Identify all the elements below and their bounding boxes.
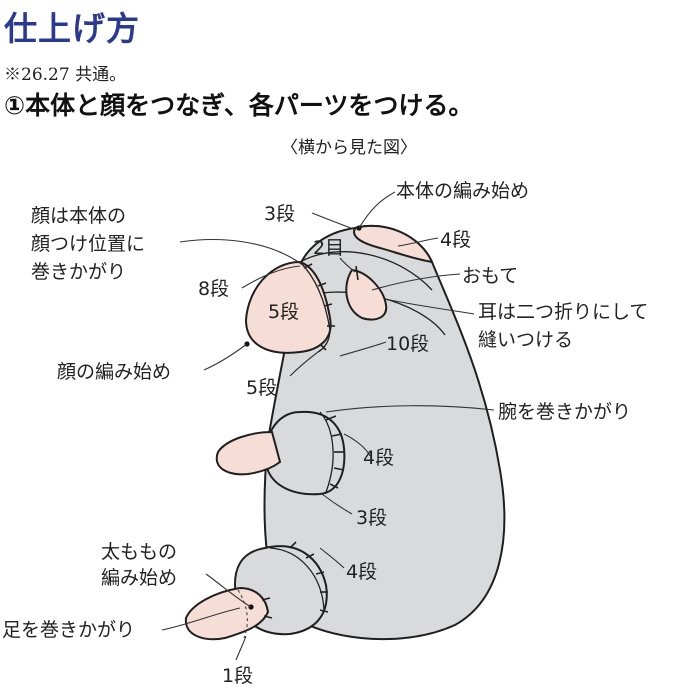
arm-tick-5 <box>329 483 339 489</box>
label-row4-leg: 4段 <box>346 561 377 583</box>
leg-tick-1 <box>289 541 297 549</box>
label-row8: 8段 <box>198 278 229 300</box>
label-body-start: 本体の編み始め <box>396 180 529 202</box>
face-tick-5 <box>319 343 327 351</box>
leader-face-wrap <box>179 239 305 267</box>
step-heading: ①本体と顔をつなぎ、各パーツをつける。 <box>4 91 474 120</box>
face-tick-3 <box>323 303 333 307</box>
label-row4-top: 4段 <box>440 229 471 251</box>
leader-row8 <box>241 265 301 289</box>
foot-tick-2 <box>263 615 273 619</box>
leader-ear <box>389 299 475 315</box>
thigh-seam <box>269 547 325 611</box>
label-ear-1: 耳は二つ折りにして <box>478 301 648 323</box>
label-row4-arm: 4段 <box>363 447 394 469</box>
label-thigh-2: 編み始め <box>101 567 177 589</box>
arm-tick-1 <box>325 415 337 421</box>
leg-tick-2 <box>305 553 315 559</box>
label-front: おもて <box>462 265 518 287</box>
ear-stitch <box>355 265 359 281</box>
arm-tick-4 <box>333 467 345 471</box>
common-note: ※26.27 共通。 <box>4 65 127 85</box>
label-arm-wrap: 腕を巻きかがり <box>498 401 631 423</box>
label-row10: 10段 <box>386 333 429 355</box>
leader-front <box>371 273 461 291</box>
leader-row4-arm <box>343 433 371 457</box>
leader-face-start <box>203 343 248 371</box>
label-row2: 2目 <box>313 237 344 259</box>
label-foot-wrap: 足を巻きかがり <box>2 619 135 641</box>
foot <box>184 586 270 641</box>
leg-tick-5 <box>319 609 329 613</box>
label-face-wrap-2: 顔つけ位置に <box>31 233 145 255</box>
ear <box>345 268 388 321</box>
leader-arm-wrap <box>325 405 495 413</box>
arm-tick-2 <box>331 433 343 437</box>
leader-row4-leg <box>319 547 345 569</box>
leg-tick-3 <box>315 571 325 575</box>
face-tick-2 <box>317 282 327 287</box>
body-top-pink <box>353 224 434 264</box>
leader-row10 <box>339 341 387 357</box>
leader-thigh-start <box>205 573 252 608</box>
leader-row4-top <box>397 237 439 247</box>
label-row3-top: 3段 <box>264 203 295 225</box>
arm-paw <box>215 430 282 476</box>
leader-row5-low <box>289 351 319 377</box>
label-row3-mid: 3段 <box>356 507 387 529</box>
leader-row3-top <box>311 212 357 231</box>
arm-seam <box>319 411 334 493</box>
leader-foot-wrap <box>161 607 241 631</box>
label-face-wrap-3: 巻きかがり <box>31 261 126 283</box>
label-row1: 1段 <box>222 665 253 687</box>
leader-row3-mid <box>321 493 353 515</box>
label-face-wrap-1: 顔は本体の <box>31 205 126 227</box>
face <box>244 260 332 354</box>
label-row5-face: 5段 <box>268 301 299 323</box>
label-ear-2: 縫いつける <box>478 329 573 351</box>
foot-tick-1 <box>261 597 271 601</box>
label-thigh-1: 太ももの <box>101 541 177 563</box>
page-title: 仕上げ方 <box>4 9 140 48</box>
view-caption: 〈横から見た図〉 <box>281 138 417 158</box>
foot-fold-guide <box>237 589 248 639</box>
leader-row1 <box>235 635 247 661</box>
face-tick-1 <box>303 263 313 269</box>
leader-body-start <box>358 191 396 229</box>
label-row5-low: 5段 <box>246 377 277 399</box>
label-face-start: 顔の編み始め <box>57 361 171 383</box>
leader-row2 <box>339 257 356 273</box>
